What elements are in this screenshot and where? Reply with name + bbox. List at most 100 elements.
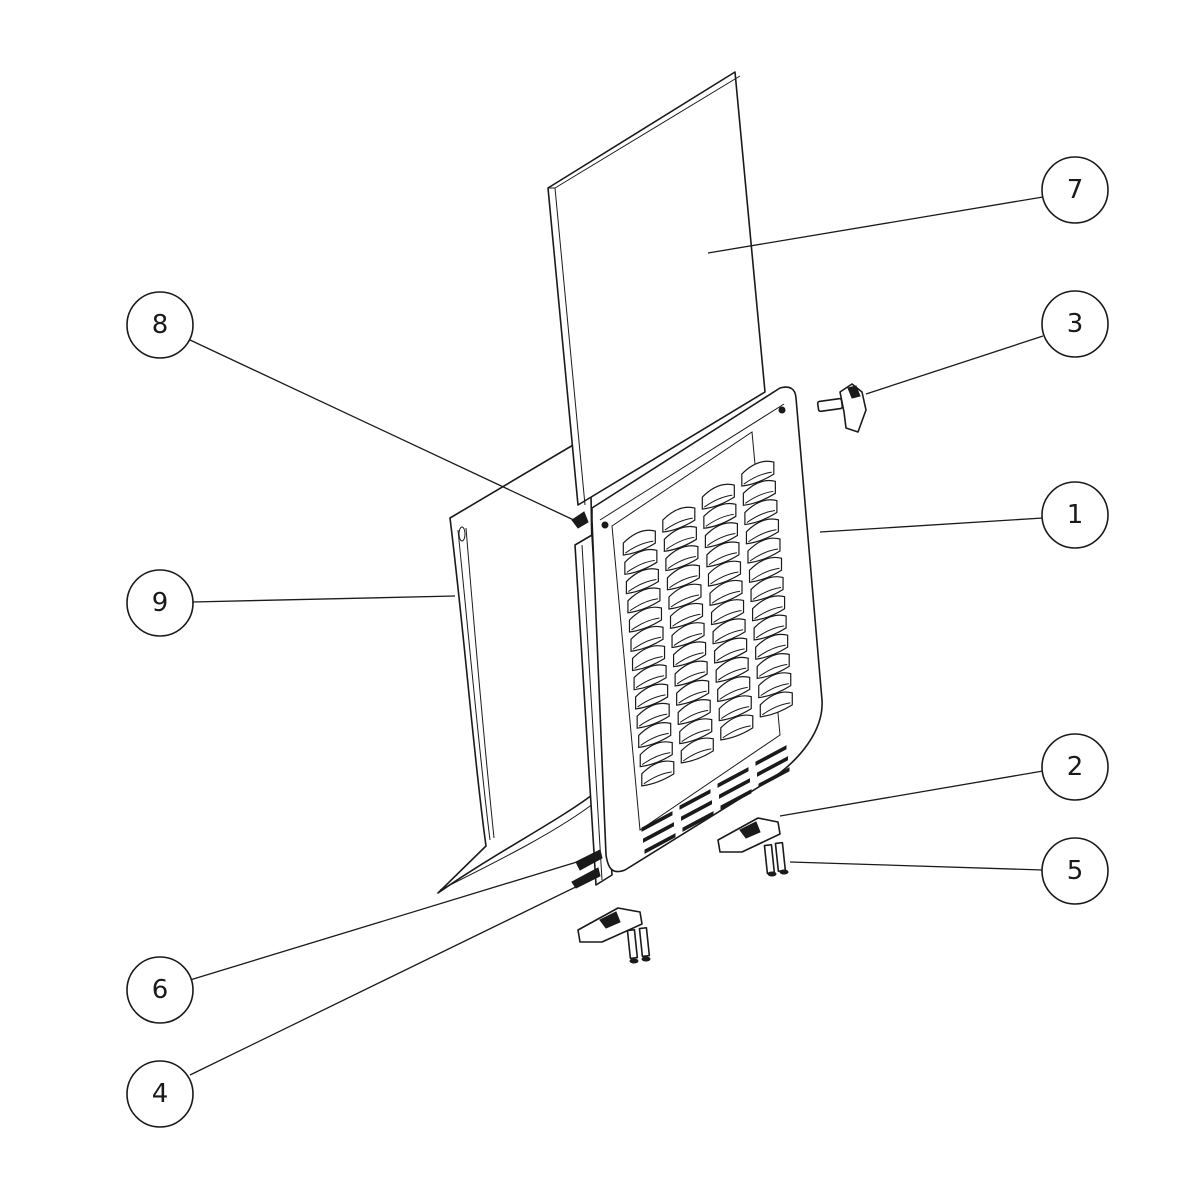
louver-edge <box>743 471 772 485</box>
balloon-5-label: 5 <box>1067 856 1084 886</box>
louver-edge <box>761 702 791 716</box>
louver-edge <box>679 709 709 723</box>
louver-edge <box>748 529 777 543</box>
louver-edge <box>749 548 779 562</box>
louver-edge <box>676 671 706 685</box>
leader-3 <box>865 335 1044 395</box>
side-seal-strip <box>574 534 613 886</box>
louver-edge <box>711 590 741 604</box>
louver-edge <box>631 617 660 631</box>
louver-edge <box>670 594 700 608</box>
louver-edge <box>717 667 747 681</box>
louver-edge <box>634 655 663 669</box>
louver-edge <box>708 552 737 566</box>
louver-edge <box>760 683 789 697</box>
vent-slot <box>644 833 676 854</box>
clip-pins <box>626 841 789 964</box>
vent-slot <box>719 778 750 799</box>
balloon-9: 9 <box>126 569 194 637</box>
vent-slot <box>755 745 787 766</box>
balloon-8: 8 <box>126 291 194 359</box>
louvered-grille-panel <box>591 386 823 873</box>
louver-edge <box>722 725 751 739</box>
louver-edge <box>635 675 665 689</box>
vent-slot <box>682 811 714 832</box>
balloon-3-label: 3 <box>1067 309 1084 339</box>
louver-edge <box>714 629 744 643</box>
louver-edge <box>666 536 695 550</box>
louver-edge <box>664 517 693 531</box>
vent-slot <box>717 767 749 788</box>
balloon-4-label: 4 <box>152 1079 169 1109</box>
balloon-6-label: 6 <box>152 975 169 1005</box>
louver-edge <box>719 686 748 700</box>
louver-edge <box>704 494 733 508</box>
vent-slot <box>641 811 673 832</box>
vent-slot <box>758 767 790 788</box>
lower-fastener <box>571 849 603 889</box>
louver-edge <box>681 729 710 743</box>
louver-edge <box>672 613 701 627</box>
louver-edge <box>720 706 750 720</box>
louver-edge <box>755 625 785 639</box>
louver-edge <box>707 533 736 546</box>
vent-slot <box>757 756 788 777</box>
louver-edge <box>758 663 788 677</box>
louver-edge <box>628 579 657 592</box>
louver-edge <box>667 556 696 569</box>
vent-slot <box>643 822 674 843</box>
balloon-8-label: 8 <box>152 310 169 340</box>
louver-edge <box>675 652 704 666</box>
balloon-4: 4 <box>126 1060 194 1128</box>
louver-edge <box>641 752 671 766</box>
wing-thumb-screw <box>816 383 867 433</box>
louver-edge <box>643 771 672 785</box>
louver-edge <box>669 575 698 589</box>
leader-1 <box>819 517 1044 533</box>
vent-slot <box>681 800 712 821</box>
louver-edge <box>678 690 707 704</box>
balloon-1-label: 1 <box>1067 500 1084 530</box>
louver-edge <box>629 598 658 612</box>
louver-edge <box>637 694 666 708</box>
leader-6 <box>189 857 591 981</box>
louver-edge <box>626 559 655 573</box>
louver-edge <box>625 540 654 554</box>
rear-backing-panel <box>437 434 599 894</box>
leader-2 <box>779 770 1044 817</box>
louver-edge <box>745 490 774 504</box>
vent-slot <box>679 789 711 810</box>
leader-7 <box>707 196 1044 254</box>
louver-edge <box>705 513 734 527</box>
leader-5 <box>789 861 1044 871</box>
louver-edge <box>673 632 703 646</box>
leader-8 <box>189 339 579 523</box>
balloon-1: 1 <box>1041 481 1109 549</box>
leader-4 <box>189 879 591 1076</box>
louver-edge <box>752 586 782 600</box>
louver-edge <box>640 732 669 746</box>
corner-screw <box>571 511 589 529</box>
louver-edge <box>746 510 775 523</box>
louver-edge <box>710 571 739 585</box>
balloon-5: 5 <box>1041 837 1109 905</box>
louver-edge <box>632 636 662 650</box>
louver-edge <box>713 609 742 623</box>
filter-pad <box>547 71 766 506</box>
leader-lines <box>189 196 1044 1076</box>
balloon-2-label: 2 <box>1067 752 1084 782</box>
leader-9 <box>191 595 456 603</box>
louver-edge <box>716 648 745 662</box>
vent-slot <box>720 789 752 810</box>
balloon-3: 3 <box>1041 290 1109 358</box>
louver-edge <box>754 606 783 620</box>
louver-edge <box>638 713 668 727</box>
louver-edge <box>682 748 712 762</box>
balloon-9-label: 9 <box>152 588 169 618</box>
balloon-6: 6 <box>126 956 194 1024</box>
balloon-7: 7 <box>1041 156 1109 224</box>
bottom-latch-clips <box>577 817 781 943</box>
louver-edge <box>751 567 780 581</box>
balloon-2: 2 <box>1041 733 1109 801</box>
